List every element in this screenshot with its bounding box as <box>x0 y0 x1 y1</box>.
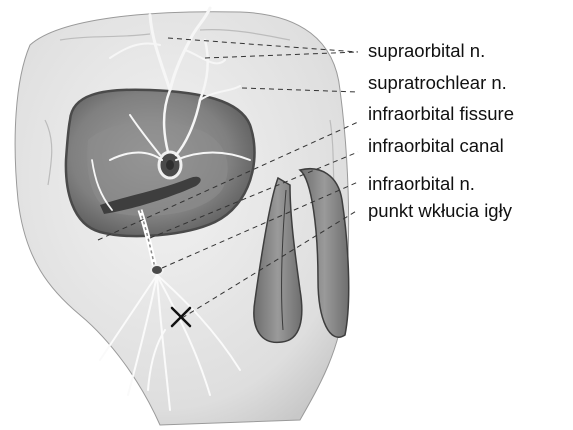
label-infraorbital-canal: infraorbital canal <box>368 135 504 157</box>
label-injection-point: punkt wkłucia igły <box>368 200 512 222</box>
label-supraorbital-nerve: supraorbital n. <box>368 40 485 62</box>
label-infraorbital-nerve: infraorbital n. <box>368 173 475 195</box>
infraorbital-foramen <box>151 265 163 275</box>
label-supratrochlear-nerve: supratrochlear n. <box>368 72 507 94</box>
orbit-shading <box>87 121 227 216</box>
optic-canal <box>166 160 174 170</box>
label-infraorbital-fissure: infraorbital fissure <box>368 103 514 125</box>
